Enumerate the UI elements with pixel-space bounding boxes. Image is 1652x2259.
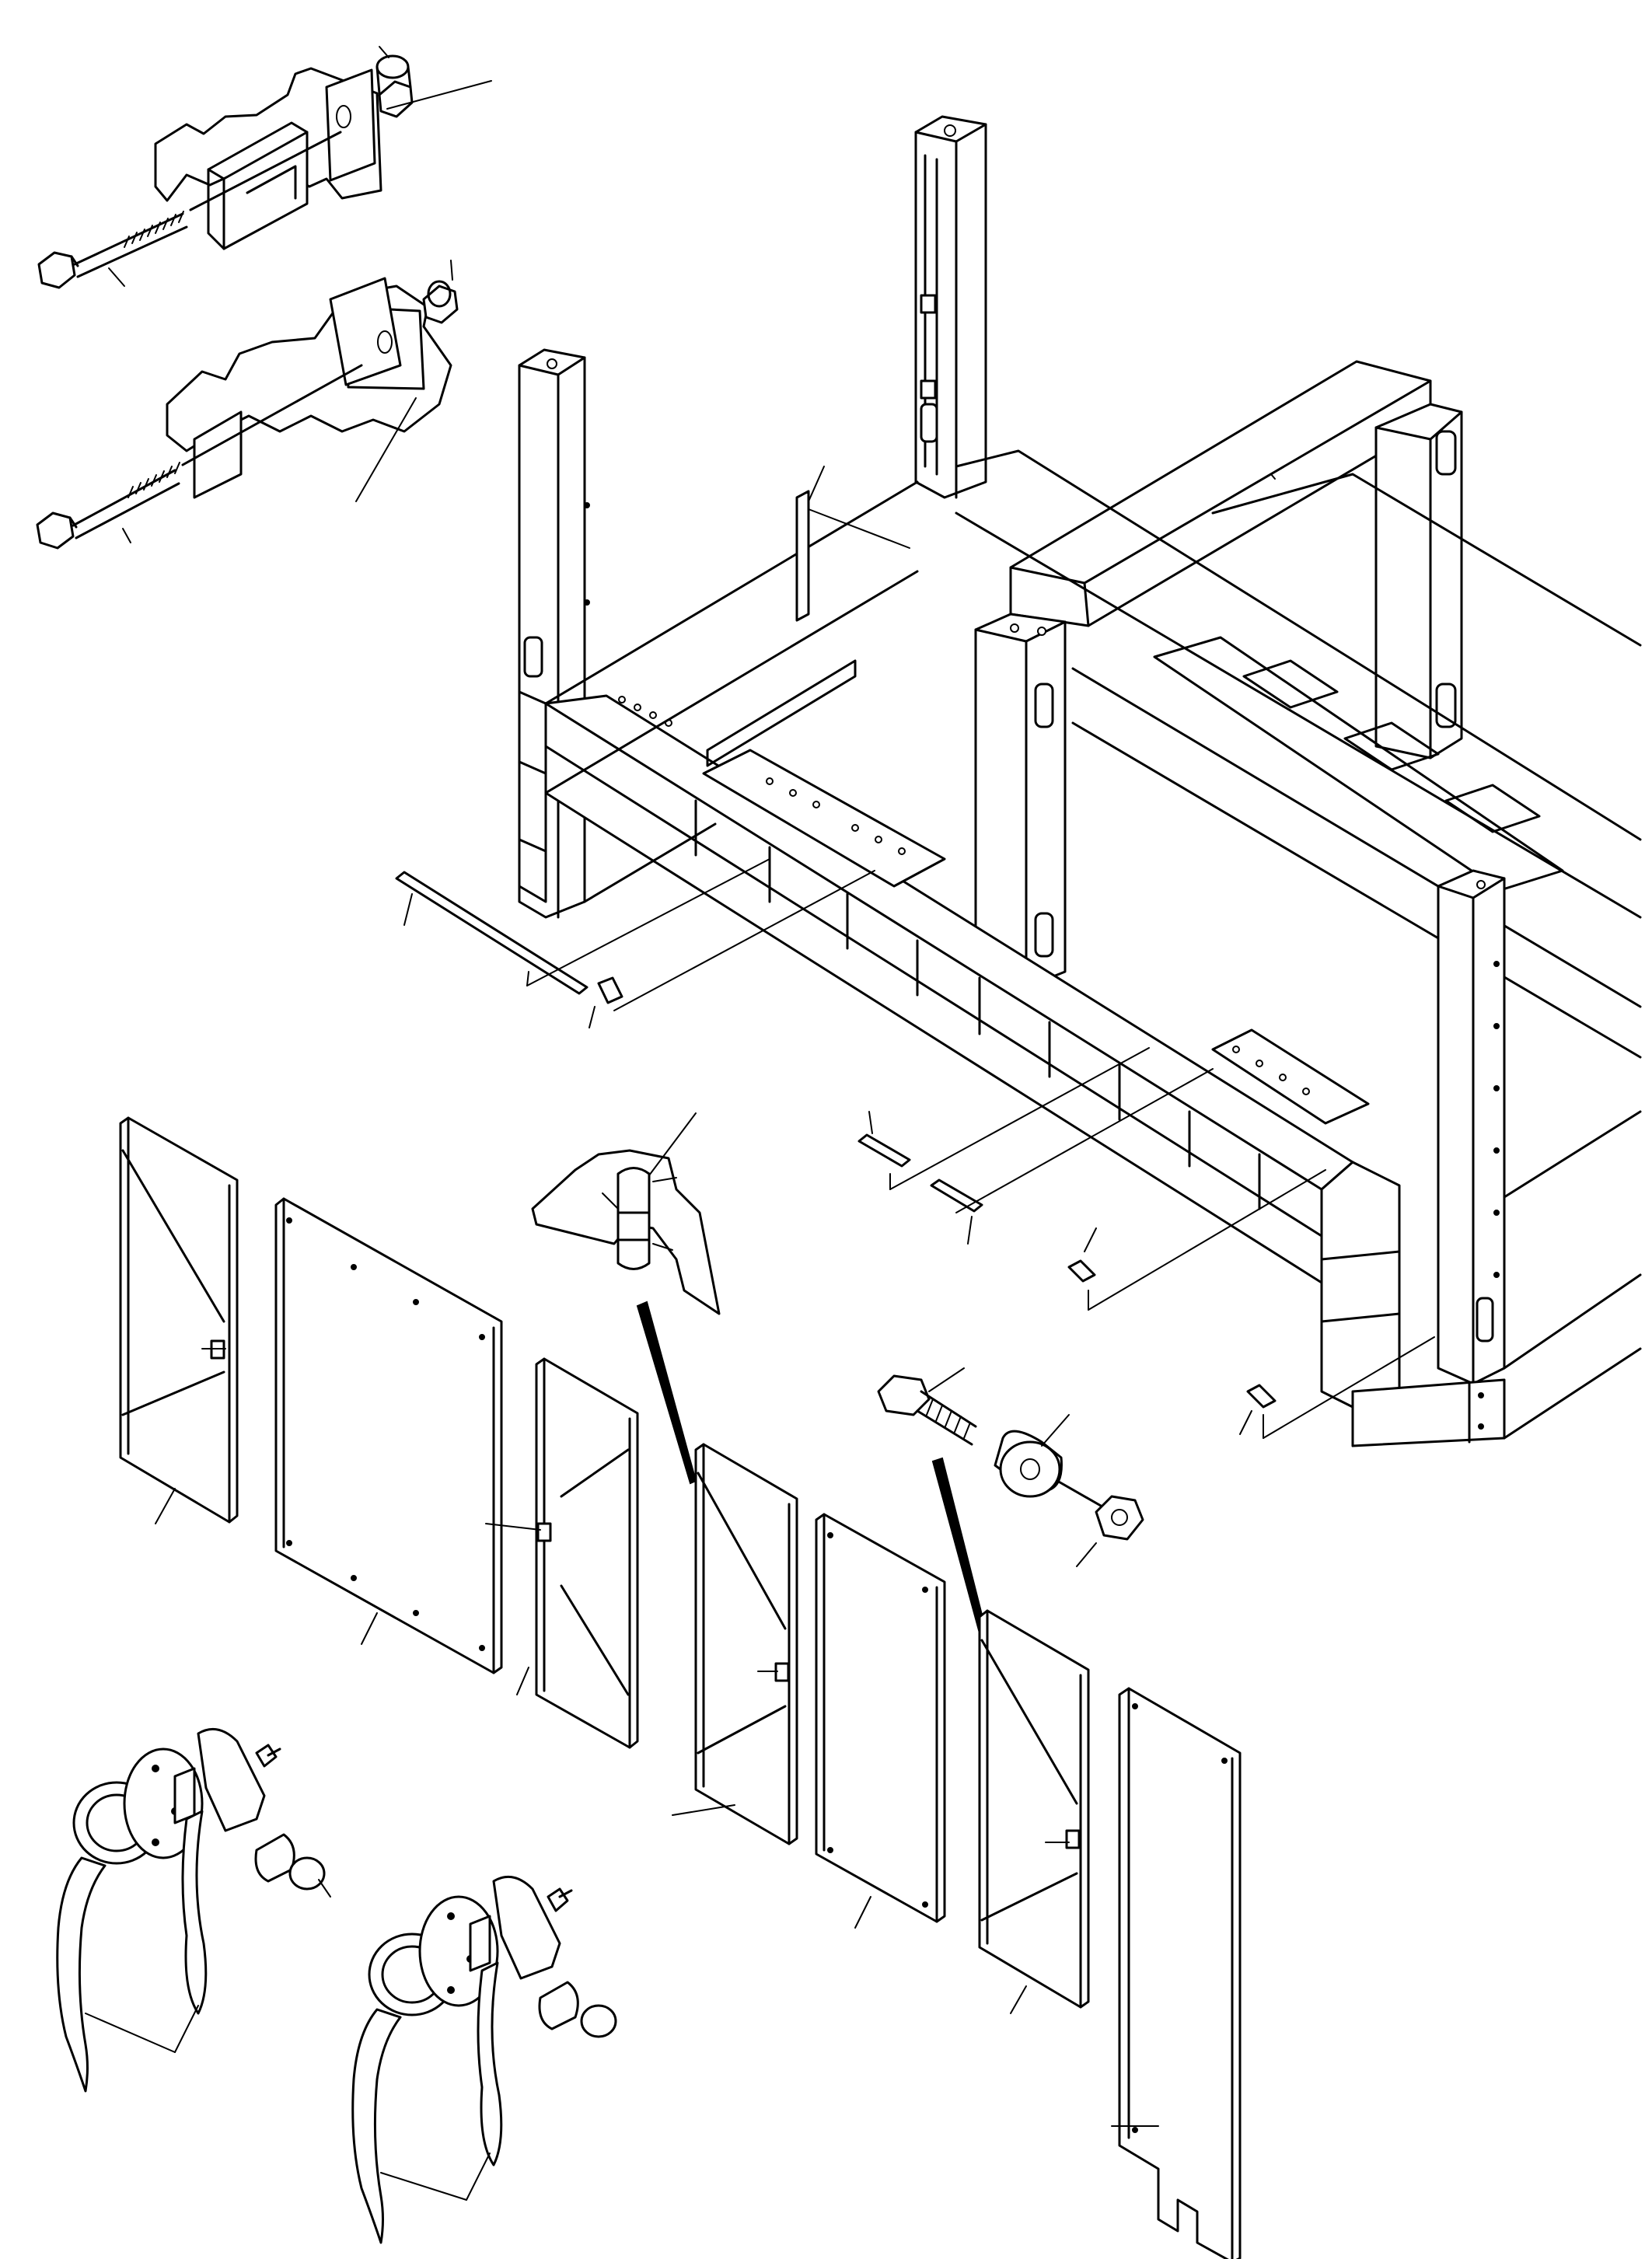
door-handle-assembly-2 <box>351 1875 617 2244</box>
bolt-bracket-assembly-upper <box>37 46 492 289</box>
post-holes <box>1493 961 1500 1278</box>
cover-panel-medium <box>815 1513 946 1929</box>
cover-panel-large <box>274 1197 503 1674</box>
rear-right-post <box>1374 403 1463 759</box>
front-right-post <box>1437 869 1506 1385</box>
small-shim-5 <box>1239 1336 1435 1439</box>
small-shim-1 <box>589 870 875 1028</box>
rear-longitudinal-beam <box>955 449 1642 1059</box>
main-frame-structure <box>518 115 1642 1447</box>
right-end-frame <box>1320 1110 1642 1447</box>
door-panel-4 <box>978 1609 1090 2014</box>
left-end-frame <box>518 480 919 903</box>
door-handle-assembly-1 <box>56 1727 331 2093</box>
door-panel-2 <box>485 1357 639 1749</box>
long-shim-plate <box>395 858 770 995</box>
shim-vertical <box>795 466 910 622</box>
bolt-holes-plate <box>618 696 1310 1095</box>
small-shim-3 <box>930 1068 1214 1245</box>
bolt-bracket-assembly-lower <box>36 260 459 550</box>
rear-left-post <box>914 115 987 499</box>
small-shim-2 <box>857 1047 1150 1190</box>
bolt-bushing-nut <box>877 1367 1144 1640</box>
cover-panel-tall <box>1111 1687 1242 2259</box>
center-post <box>974 613 1067 989</box>
door-panel-3 <box>672 1443 798 1845</box>
door-panel-1 <box>119 1116 239 1524</box>
small-shim-4 <box>1067 1169 1326 1311</box>
